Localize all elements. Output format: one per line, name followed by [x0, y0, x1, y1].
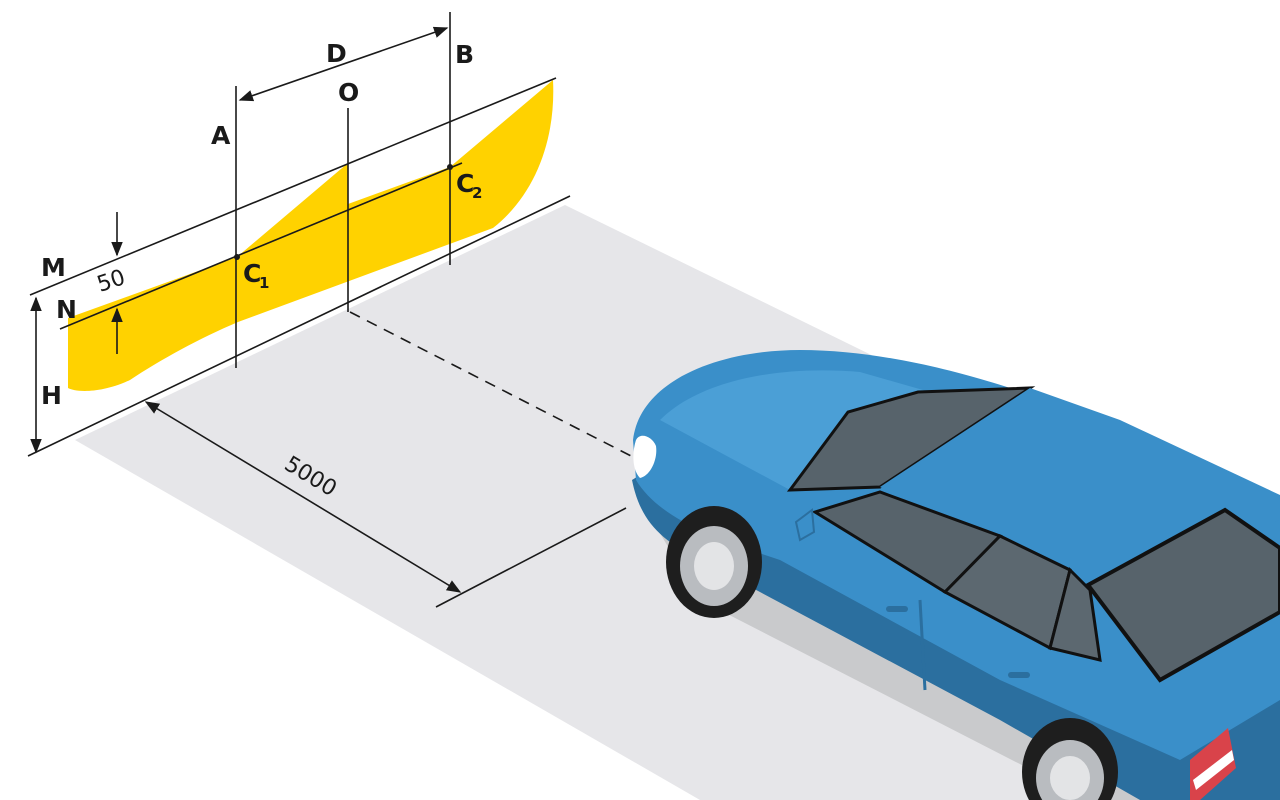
label-o: O [338, 78, 359, 107]
point-c2 [447, 164, 453, 170]
line-m [29, 77, 557, 296]
label-a: A [211, 121, 231, 150]
sedan-car-icon [632, 350, 1280, 800]
label-b: B [455, 40, 474, 69]
label-gap: 50 [94, 265, 128, 297]
point-c1 [234, 254, 240, 260]
distance-extension [435, 507, 627, 608]
label-d: D [326, 39, 347, 68]
label-c2: C [456, 169, 474, 198]
label-c1: C [243, 259, 261, 288]
dimension-d-arrow [238, 26, 449, 102]
center-axis-dashed [349, 311, 636, 459]
distance-arrow [144, 401, 462, 593]
beam-pattern [68, 80, 554, 391]
ground-line [27, 195, 571, 457]
line-n [59, 162, 463, 330]
label-c1-sub: 1 [259, 274, 269, 292]
label-m: M [41, 253, 66, 282]
screen-lines [27, 12, 571, 457]
label-n: N [56, 295, 77, 324]
label-c2-sub: 2 [472, 184, 482, 202]
label-h: H [41, 381, 62, 410]
